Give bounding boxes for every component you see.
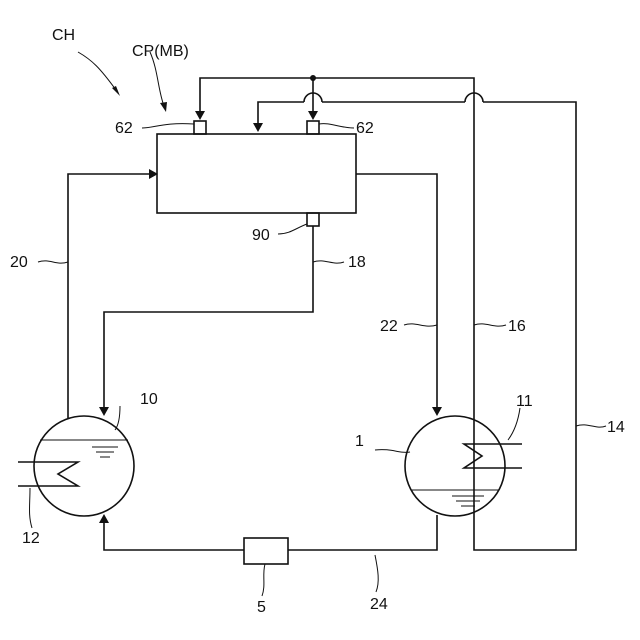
arrow-left-vessel-bottom — [99, 514, 109, 523]
label-vessel-1: 1 — [355, 433, 364, 450]
arrow-sensor-right — [308, 111, 318, 120]
label-sensor-62-left: 62 — [115, 120, 133, 137]
pipe-20 — [68, 174, 153, 418]
label-line-22: 22 — [380, 318, 398, 335]
label-coil-11: 11 — [516, 393, 533, 410]
arrow-right-vessel-top — [432, 407, 442, 416]
coil-12 — [18, 462, 78, 486]
vessel-1 — [405, 416, 522, 516]
label-line-18: 18 — [348, 254, 366, 271]
label-vessel-10: 10 — [140, 391, 158, 408]
coil-11 — [464, 444, 522, 468]
label-system: CH — [52, 27, 75, 44]
arrow-sensor-left — [195, 111, 205, 120]
label-sensor-90: 90 — [252, 227, 270, 244]
pipe-18 — [104, 226, 313, 410]
arrow-left-vessel-top — [99, 407, 109, 416]
label-line-20: 20 — [10, 254, 28, 271]
label-sensor-62-right: 62 — [356, 120, 374, 137]
pipes — [68, 75, 576, 550]
label-pump-5: 5 — [257, 599, 266, 616]
pipe-24-right — [288, 515, 437, 550]
main-unit-box — [157, 134, 356, 213]
sensor-90 — [307, 213, 319, 226]
sensor-62-right — [307, 121, 319, 134]
labels: CH CP(MB) 62 62 90 20 18 22 16 14 10 1 1… — [10, 27, 625, 616]
pipe-14-main — [200, 78, 474, 470]
pipe-24-left — [104, 521, 244, 550]
sensor-62-left — [194, 121, 206, 134]
label-line-16: 16 — [508, 318, 526, 335]
label-unit: CP(MB) — [132, 43, 189, 60]
pipe-16-to-unit — [258, 102, 304, 126]
pump-5 — [244, 538, 288, 564]
label-coil-12: 12 — [22, 530, 40, 547]
label-line-24: 24 — [370, 596, 388, 613]
pipe-22 — [356, 174, 437, 410]
arrow-unit-top-middle — [253, 123, 263, 132]
junction-dot — [310, 75, 316, 81]
vessel-10 — [18, 416, 134, 516]
label-line-14: 14 — [607, 419, 625, 436]
